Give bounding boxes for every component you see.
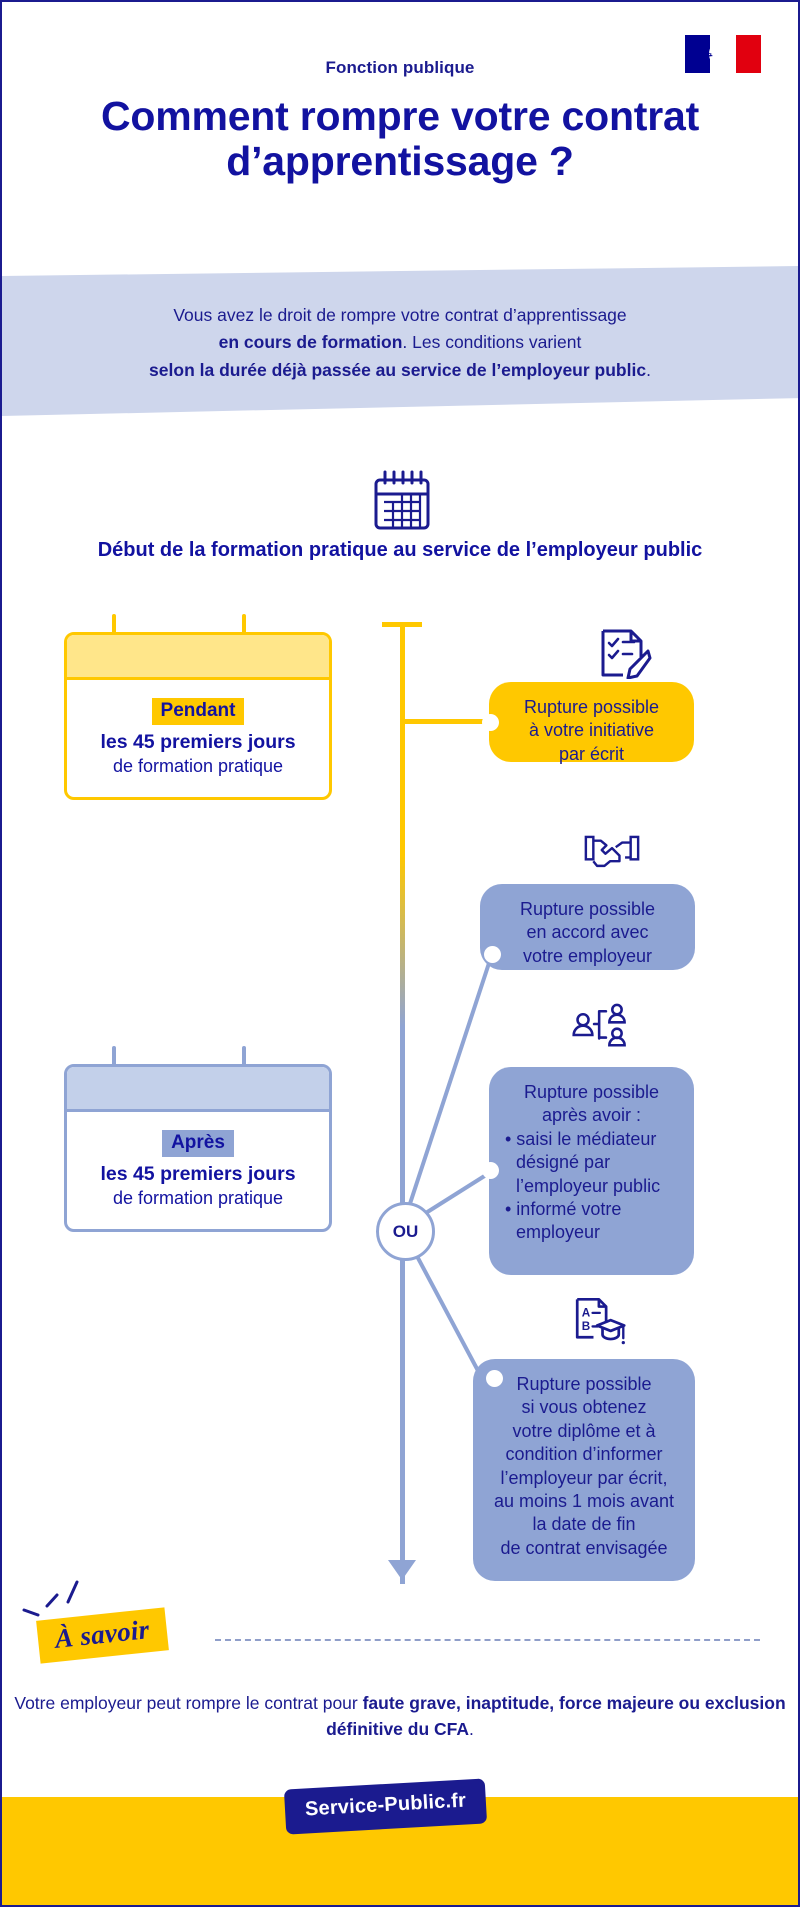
connector-initiative bbox=[400, 719, 495, 724]
page-title: Comment rompre votre contrat d’apprentis… bbox=[100, 93, 700, 185]
option-line: Rupture possible bbox=[523, 697, 660, 717]
option-line: Rupture possible bbox=[519, 899, 656, 919]
calendar-icon bbox=[374, 470, 430, 530]
option-box-mediateur: Rupture possible après avoir : • saisi l… bbox=[489, 1067, 694, 1275]
option-line: à votre initiative bbox=[528, 720, 655, 741]
option-box-initiative: Rupture possible à votre initiative par … bbox=[489, 682, 694, 764]
svg-text:A: A bbox=[582, 1306, 591, 1319]
flag-red-band bbox=[735, 35, 761, 73]
period-card-apres: Après les 45 premiers jours de formation… bbox=[64, 1064, 332, 1233]
option-line: par écrit bbox=[558, 743, 625, 764]
intro-line3-bold: selon la durée déjà passée au service de… bbox=[149, 359, 647, 380]
option-line: en accord avec bbox=[526, 922, 649, 943]
connector-dot bbox=[484, 946, 501, 963]
option-line: Rupture possible bbox=[523, 1082, 660, 1102]
option-bullets: • saisi le médiateur désigné par l’emplo… bbox=[505, 1128, 678, 1245]
option-line: l’employeur par écrit, bbox=[500, 1467, 668, 1488]
period-card-pendant: Pendant les 45 premiers jours de formati… bbox=[64, 632, 332, 801]
option-line: de contrat envisagée bbox=[500, 1537, 668, 1558]
svg-text:B: B bbox=[582, 1320, 590, 1333]
card-body: Après les 45 premiers jours de formation… bbox=[67, 1112, 329, 1229]
intro-line3: . bbox=[646, 359, 651, 380]
connector-dot bbox=[482, 714, 499, 731]
period-line2: de formation pratique bbox=[112, 1187, 284, 1208]
option-line: si vous obtenez bbox=[521, 1397, 647, 1418]
period-line1: les 45 premiers jours bbox=[100, 1163, 296, 1185]
period-line1: les 45 premiers jours bbox=[100, 731, 296, 753]
intro-line2-bold: en cours de formation bbox=[218, 332, 403, 353]
connector-dot bbox=[482, 1162, 499, 1179]
option-line: après avoir : bbox=[541, 1105, 642, 1126]
period-line2: de formation pratique bbox=[112, 755, 284, 776]
timeline-axis bbox=[400, 624, 405, 1584]
dashed-divider bbox=[215, 1639, 760, 1641]
option-line: votre diplôme et à bbox=[512, 1420, 656, 1441]
marianne-french-republic-logo bbox=[685, 35, 761, 73]
note-text: Votre employeur peut rompre le contrat p… bbox=[2, 1690, 798, 1743]
note-text-a: Votre employeur peut rompre le contrat p… bbox=[14, 1693, 363, 1713]
period-chip-apres: Après bbox=[162, 1130, 234, 1157]
option-line: votre employeur bbox=[522, 945, 653, 966]
flag-white-band bbox=[705, 35, 736, 73]
connector-dot bbox=[486, 1370, 503, 1387]
option-box-diplome: Rupture possible si vous obtenez votre d… bbox=[473, 1359, 695, 1581]
option-line: condition d’informer bbox=[505, 1444, 663, 1465]
card-strip bbox=[67, 1067, 329, 1112]
checklist-pencil-icon bbox=[601, 629, 652, 679]
period-chip-pendant: Pendant bbox=[151, 698, 245, 725]
intro-line1: Vous avez le droit de rompre votre contr… bbox=[173, 305, 627, 325]
option-line: au moins 1 mois avant bbox=[493, 1490, 675, 1511]
intro-text: Vous avez le droit de rompre votre contr… bbox=[2, 302, 798, 384]
timeline-start-title: Début de la formation pratique au servic… bbox=[97, 539, 703, 561]
card-body: Pendant les 45 premiers jours de formati… bbox=[67, 680, 329, 797]
sparkle-icon bbox=[22, 1580, 79, 1617]
option-bullet: • saisi le médiateur désigné par l’emplo… bbox=[505, 1128, 661, 1196]
or-node: OU bbox=[376, 1202, 435, 1261]
marianne-profile-icon bbox=[705, 40, 732, 68]
intro-line2: . Les conditions varient bbox=[402, 332, 582, 353]
option-line: la date de fin bbox=[532, 1514, 636, 1535]
handshake-icon bbox=[584, 835, 640, 868]
note-text-bold: faute grave, inaptitude, force majeure o… bbox=[326, 1693, 786, 1740]
option-line: Rupture possible bbox=[516, 1374, 652, 1394]
note-text-c: . bbox=[469, 1719, 474, 1740]
mediator-people-icon bbox=[572, 1003, 626, 1047]
eyebrow-label: Fonction publique bbox=[325, 58, 475, 77]
option-bullet: • informé votre employeur bbox=[505, 1198, 622, 1243]
diploma-graduation-icon: A B bbox=[575, 1297, 626, 1345]
arrow-down-icon bbox=[388, 1560, 416, 1580]
card-strip bbox=[67, 635, 329, 680]
option-box-accord: Rupture possible en accord avec votre em… bbox=[480, 884, 695, 970]
intro-banner bbox=[2, 266, 798, 416]
flag-blue-band bbox=[685, 35, 711, 73]
